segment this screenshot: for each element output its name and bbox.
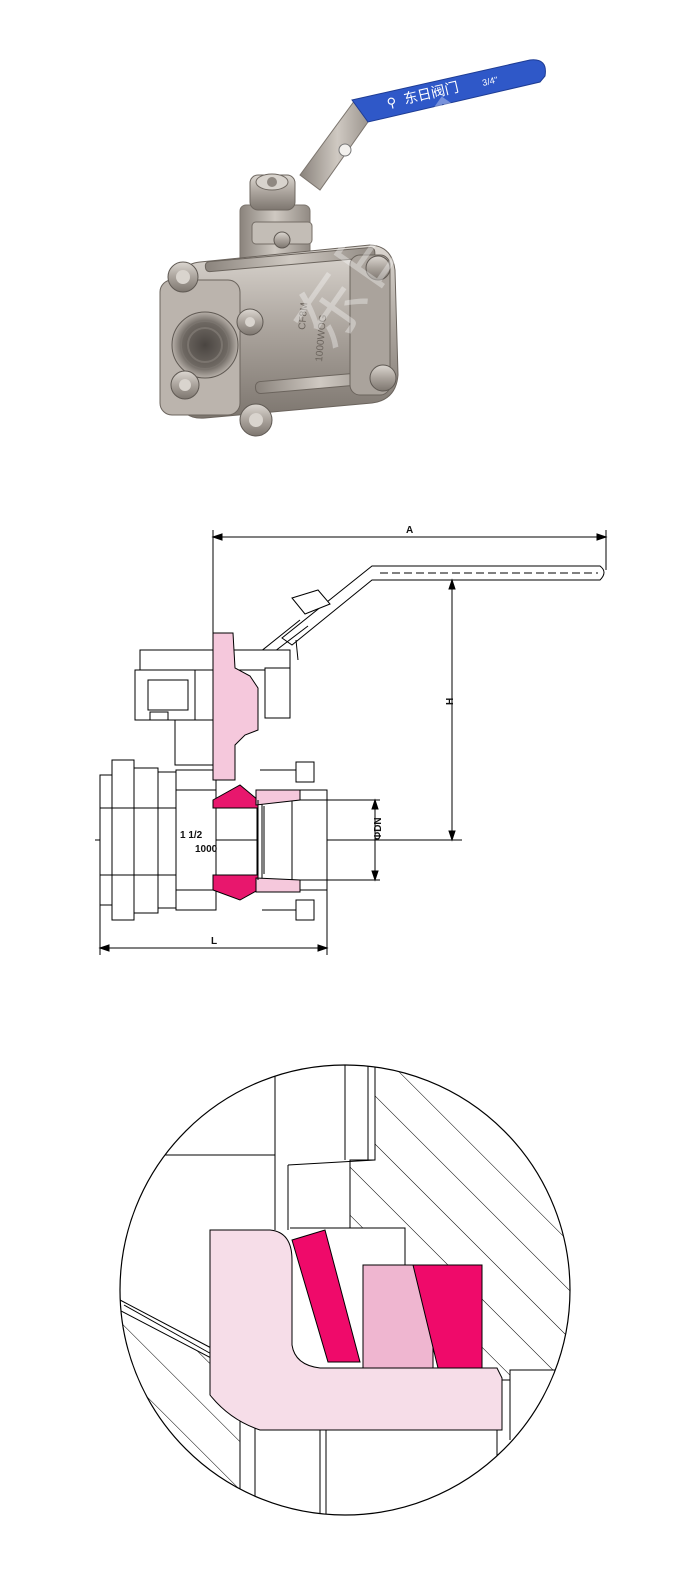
valve-body-section — [175, 761, 328, 921]
pressure-mark: 1000 — [195, 844, 218, 855]
left-end-cap — [99, 759, 177, 921]
bolt-heads — [167, 255, 397, 437]
detail-circle-border — [119, 1064, 571, 1516]
handle-lever-outline — [249, 565, 605, 665]
stop-screw — [273, 231, 291, 249]
ball-seat-fill — [209, 1229, 503, 1431]
stem-section-fill — [212, 632, 259, 781]
packing-magenta — [412, 1264, 483, 1369]
ball-lower — [212, 874, 259, 901]
seat-upper — [255, 789, 301, 806]
stem-assembly — [134, 649, 291, 766]
dimension-a-label: A — [406, 525, 413, 536]
body-mark-pressure: 1000WOG — [314, 314, 329, 362]
dimension-dn-line — [327, 798, 380, 882]
bolt-rod-top — [204, 247, 376, 273]
handle-logo: ⚲ — [385, 94, 398, 111]
ball-upper — [212, 784, 259, 809]
seal-detail-view — [0, 1040, 700, 1595]
gasket-slanted — [291, 1229, 361, 1363]
dimension-l-label: L — [211, 936, 217, 947]
dimension-h-label: H — [445, 698, 456, 705]
product-photo: ⚲ 东日阀门 3/4" CF8M 1000WOG — [0, 0, 700, 480]
right-flange — [349, 254, 391, 396]
size-mark: 1 1/2 — [180, 830, 203, 841]
dimension-l-line — [98, 890, 329, 955]
handle-size-text: 3/4" — [481, 75, 499, 88]
handle-grip: ⚲ 东日阀门 3/4" — [351, 59, 546, 123]
body-mark-material: CF8M — [297, 302, 310, 330]
dimension-drawing: A H L ΦDN 1 1/2 1000 — [0, 480, 700, 1000]
dimension-h-line — [448, 578, 456, 842]
seat-lower — [255, 877, 301, 893]
handle-slot-hole — [338, 143, 352, 157]
detail-content — [120, 1065, 570, 1515]
dimension-dn-label: ΦDN — [373, 817, 384, 840]
